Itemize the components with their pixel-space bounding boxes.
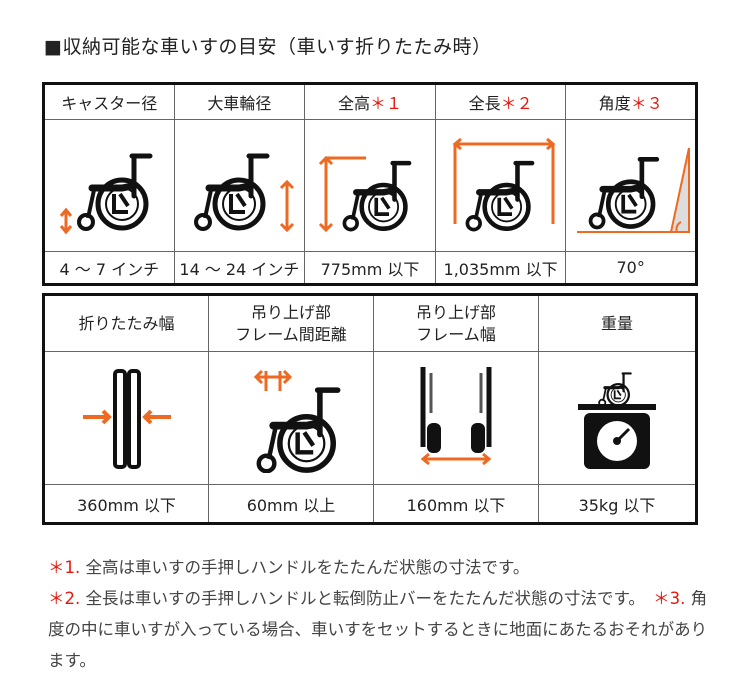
header-label: 吊り上げ部 — [415, 302, 496, 322]
angle-diagram — [565, 119, 697, 252]
header-label: フレーム幅 — [416, 324, 496, 344]
header-folded-width: 折りたたみ幅 — [43, 294, 209, 352]
arrow-icon — [60, 207, 73, 234]
header-wheel: 大車輪径 — [173, 83, 306, 120]
header-label: 角度 — [598, 94, 631, 113]
arrow-icon — [452, 137, 555, 224]
footnote-text: 角度の中に車いすが入っている場合、車いすをセットするときに地面にあたるおそれがあ… — [48, 589, 708, 670]
header-label: 全長 — [468, 94, 501, 113]
asterisk-mark: ＊1. — [48, 558, 81, 577]
lift-distance-diagram — [208, 351, 374, 485]
length-diagram — [434, 119, 567, 252]
header-lift-width: 吊り上げ部フレーム幅 — [373, 294, 539, 352]
asterisk-mark: ＊2. — [48, 589, 81, 608]
height-diagram — [304, 119, 436, 252]
header-length: 全長＊２ — [434, 83, 567, 120]
asterisk-mark: ＊１ — [369, 94, 402, 113]
footnote-2: ＊2. 全長は車いすの手押しハンドルと転倒防止バーをたたんだ状態の寸法です。 ＊… — [48, 583, 708, 676]
arrow-icon — [82, 409, 171, 425]
value-weight: 35kg 以下 — [538, 484, 697, 524]
value-height: 775mm 以下 — [304, 251, 436, 285]
asterisk-mark: ＊２ — [500, 94, 533, 113]
header-lift-distance: 吊り上げ部フレーム間距離 — [208, 294, 374, 352]
spec-table-1: キャスター径 大車輪径 全高＊１ 全長＊２ 角度＊３ 4 ～ 7 インチ 14 … — [42, 82, 698, 286]
wheel-diagram — [173, 119, 306, 252]
footnotes: ＊1. 全高は車いすの手押しハンドルをたたんだ状態の寸法です。 ＊2. 全長は車… — [48, 552, 708, 676]
value-folded-width: 360mm 以下 — [43, 484, 209, 524]
header-label: 大車輪径 — [207, 94, 272, 113]
folded-width-diagram — [43, 351, 209, 485]
header-label: 折りたたみ幅 — [78, 313, 175, 333]
arrow-icon — [253, 369, 293, 391]
header-weight: 重量 — [538, 294, 697, 352]
value-wheel: 14 ～ 24 インチ — [173, 251, 306, 285]
value-lift-distance: 60mm 以上 — [208, 484, 374, 524]
spec-table-2: 折りたたみ幅 吊り上げ部フレーム間距離 吊り上げ部フレーム幅 重量 360mm … — [42, 293, 698, 525]
value-caster: 4 ～ 7 インチ — [43, 251, 175, 285]
lift-width-diagram — [373, 351, 539, 485]
page-title: ■収納可能な車いすの目安（車いす折りたたみ時） — [44, 36, 492, 58]
header-row: キャスター径 大車輪径 全高＊１ 全長＊２ 角度＊３ — [43, 83, 697, 120]
caster-diagram — [43, 119, 175, 252]
header-label: 全高 — [337, 94, 370, 113]
header-label: キャスター径 — [61, 94, 158, 113]
header-label: フレーム間距離 — [235, 324, 347, 344]
weight-scale-diagram — [538, 351, 697, 485]
footnote-text: 全高は車いすの手押しハンドルをたたんだ状態の寸法です。 — [80, 558, 530, 577]
value-lift-width: 160mm 以下 — [373, 484, 539, 524]
arrow-icon — [420, 452, 492, 466]
footnote-text: 全長は車いすの手押しハンドルと転倒防止バーをたたんだ状態の寸法です。 — [80, 589, 654, 608]
header-label: 吊り上げ部 — [250, 302, 331, 322]
footnote-1: ＊1. 全高は車いすの手押しハンドルをたたんだ状態の寸法です。 — [48, 552, 708, 583]
header-height: 全高＊１ — [304, 83, 436, 120]
arrow-icon — [318, 155, 366, 232]
arrow-icon — [280, 179, 295, 232]
asterisk-mark: ＊3. — [653, 589, 686, 608]
value-angle: 70° — [565, 251, 697, 285]
header-angle: 角度＊３ — [565, 83, 697, 120]
header-caster: キャスター径 — [43, 83, 175, 120]
header-label: 重量 — [600, 313, 633, 333]
angle-icon — [576, 147, 690, 233]
value-length: 1,035mm 以下 — [434, 251, 567, 285]
asterisk-mark: ＊３ — [630, 94, 663, 113]
